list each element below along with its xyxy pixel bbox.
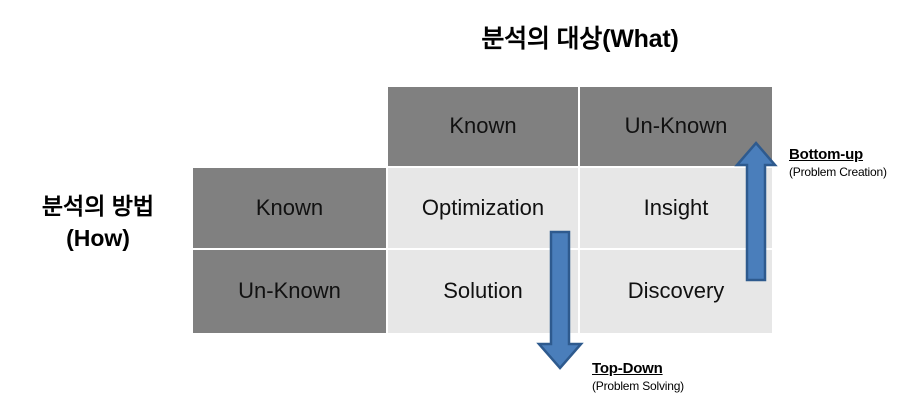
- axis-title-how-line2: (How): [66, 225, 130, 251]
- callout-bottom-up-title: Bottom-up: [789, 146, 864, 163]
- callout-bottom-up: Bottom-up (Problem Creation): [789, 146, 887, 180]
- row-header-known: Known: [193, 168, 386, 248]
- callout-top-down-title: Top-Down: [592, 360, 663, 377]
- callout-top-down: Top-Down (Problem Solving): [592, 360, 684, 394]
- callout-top-down-subtitle: (Problem Solving): [592, 379, 684, 393]
- cell-discovery: Discovery: [580, 250, 772, 333]
- row-header-un-known: Un-Known: [193, 250, 386, 333]
- cell-solution: Solution: [388, 250, 578, 333]
- matrix-grid: Known Un-Known Known Un-Known Optimizati…: [193, 87, 772, 333]
- cell-optimization: Optimization: [388, 168, 578, 248]
- arrow-up-icon: [734, 140, 778, 283]
- arrow-down-icon: [536, 229, 584, 371]
- axis-title-how-line1: 분석의 방법: [41, 193, 155, 219]
- axis-title-how: 분석의 방법 (How): [8, 190, 188, 254]
- axis-title-what: 분석의 대상(What): [481, 25, 679, 53]
- column-header-known: Known: [388, 87, 578, 166]
- column-header-un-known: Un-Known: [580, 87, 772, 166]
- callout-bottom-up-subtitle: (Problem Creation): [789, 165, 887, 179]
- cell-insight: Insight: [580, 168, 772, 248]
